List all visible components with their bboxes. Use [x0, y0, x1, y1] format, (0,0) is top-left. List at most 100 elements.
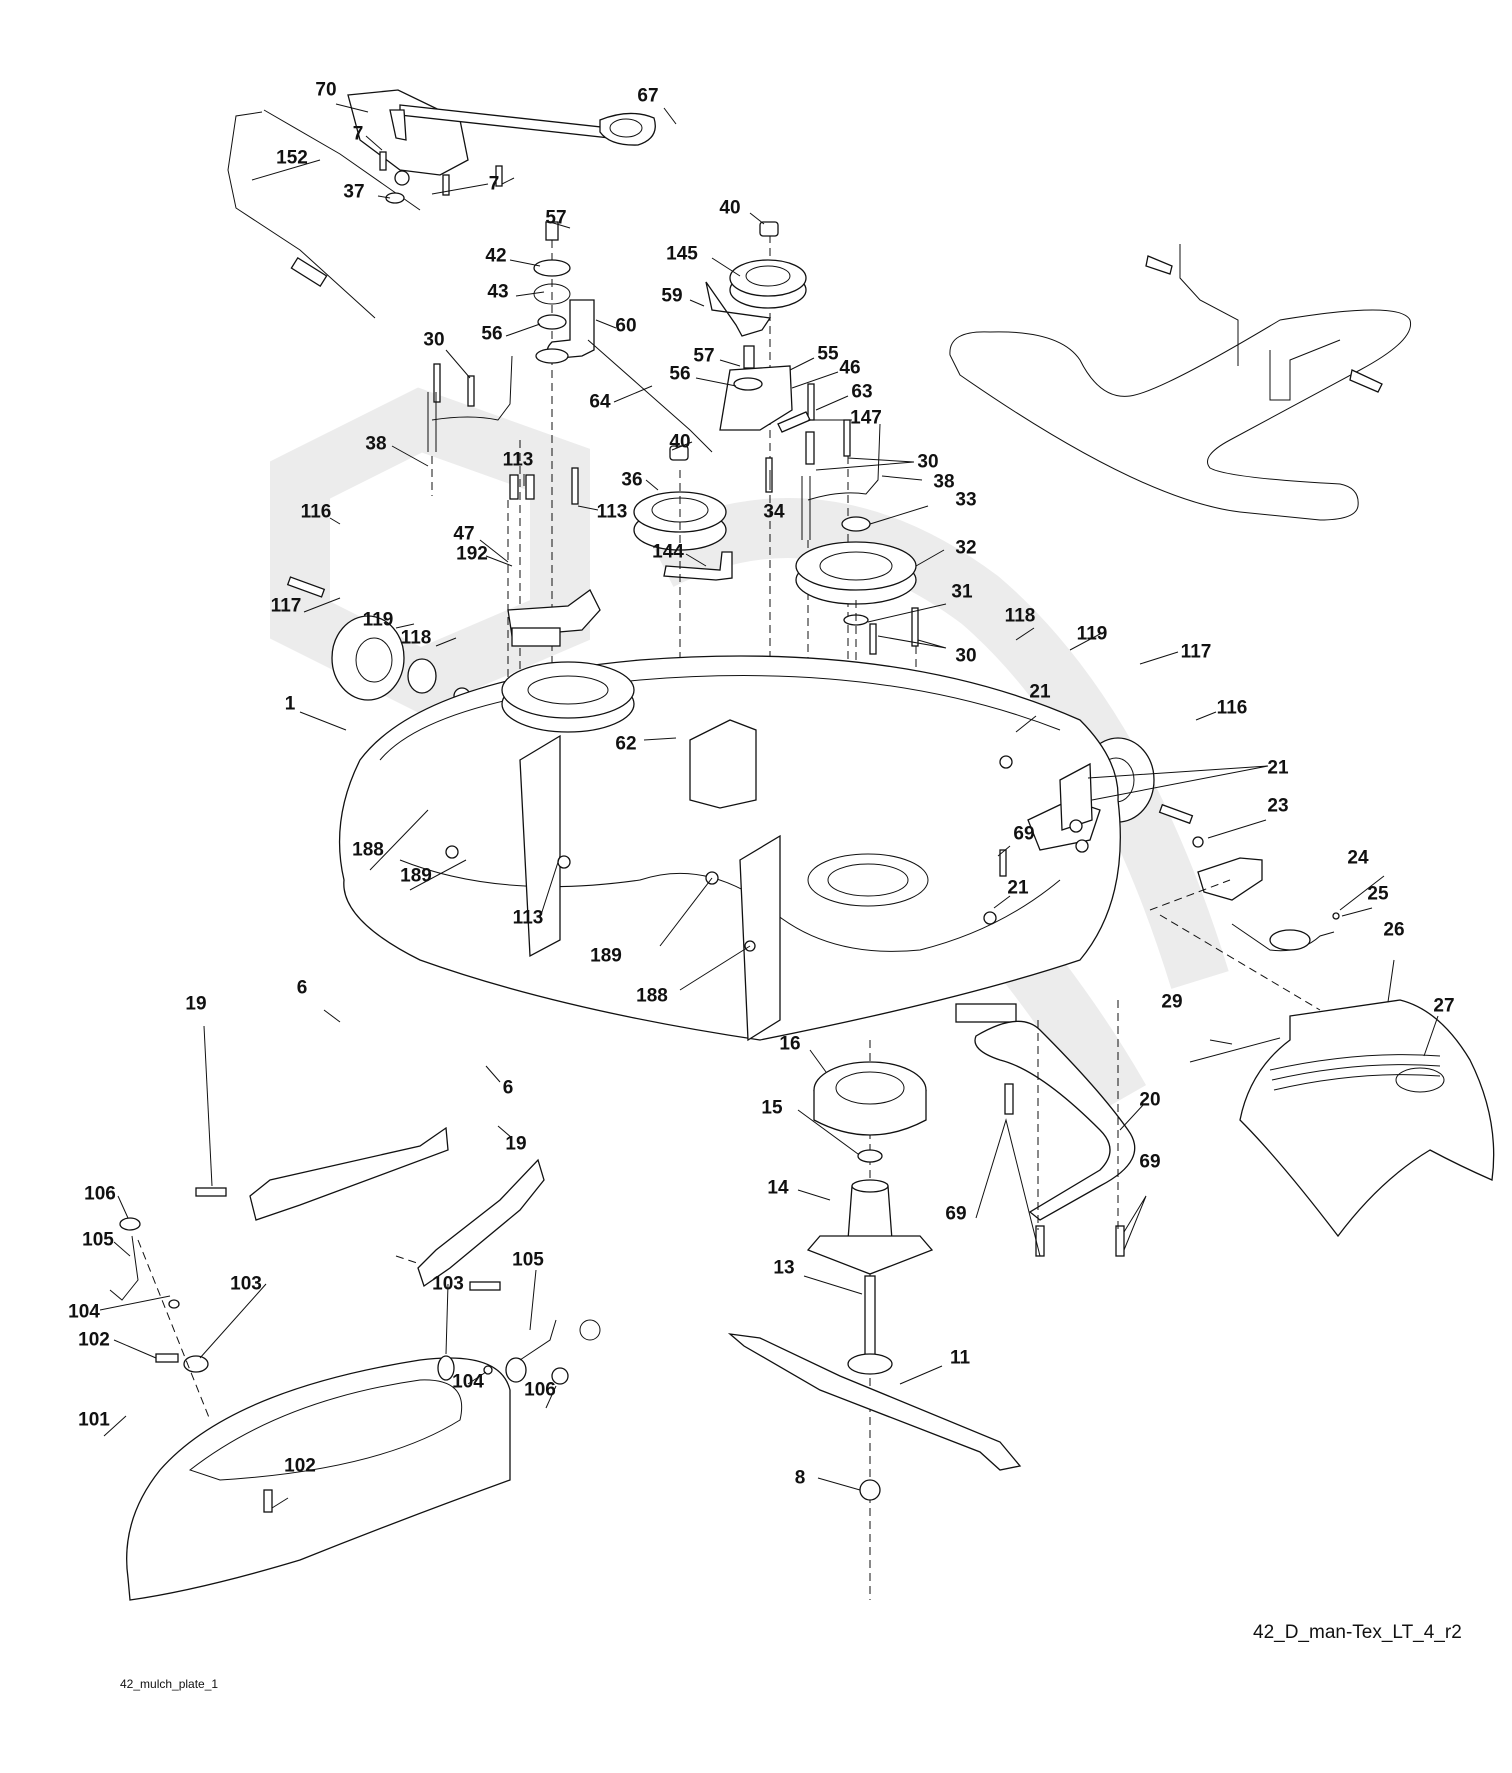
callout-106: 106	[524, 1379, 556, 1401]
callout-189: 189	[400, 865, 432, 887]
callout-70: 70	[315, 79, 337, 101]
callout-152: 152	[276, 147, 308, 169]
callout-188: 188	[352, 839, 384, 861]
rod-64	[587, 339, 713, 453]
callout-29: 29	[1161, 991, 1183, 1013]
bracket-47	[507, 467, 601, 647]
callout-21: 21	[1029, 681, 1051, 703]
deck-belt-68	[949, 244, 1412, 521]
callout-118: 118	[1004, 605, 1036, 627]
callout-104: 104	[452, 1371, 484, 1393]
callout-103: 103	[230, 1273, 262, 1295]
callout-60: 60	[615, 315, 637, 337]
callout-145: 145	[666, 243, 698, 265]
callout-119: 119	[362, 609, 394, 631]
callout-64: 64	[589, 391, 611, 413]
callout-189: 189	[590, 945, 622, 967]
callout-27: 27	[1433, 995, 1455, 1017]
left-lift-rod	[427, 355, 513, 496]
callout-25: 25	[1367, 883, 1389, 905]
callout-40: 40	[719, 197, 741, 219]
callout-63: 63	[851, 381, 873, 403]
idler-pulley-36	[633, 445, 733, 800]
callout-118: 118	[400, 627, 432, 649]
callout-7: 7	[352, 123, 364, 145]
spindle-assembly	[727, 1040, 1022, 1600]
callout-113: 113	[502, 449, 534, 471]
callout-101: 101	[78, 1409, 110, 1431]
callout-8: 8	[794, 1467, 806, 1489]
hanger-brackets-6	[195, 1126, 545, 1291]
sub-assembly-id-label: 42_mulch_plate_1	[120, 1677, 219, 1691]
callout-57: 57	[693, 345, 715, 367]
callout-36: 36	[621, 469, 643, 491]
callout-67: 67	[637, 85, 659, 107]
callout-20: 20	[1139, 1089, 1161, 1111]
mulch-plate-assembly	[109, 1217, 601, 1601]
bracket-70	[347, 89, 469, 176]
callout-43: 43	[487, 281, 509, 303]
drawing-id-label: 42_D_man-Tex_LT_4_r2	[1253, 1622, 1462, 1643]
idler-arm-stack	[507, 221, 713, 720]
callout-16: 16	[779, 1033, 801, 1055]
callout-188: 188	[636, 985, 668, 1007]
callout-33: 33	[955, 489, 977, 511]
callout-116: 116	[300, 501, 332, 523]
callout-147: 147	[850, 407, 882, 429]
callout-40: 40	[669, 431, 691, 453]
callout-117: 117	[1180, 641, 1212, 663]
callout-57: 57	[545, 207, 567, 229]
cable-spring	[290, 257, 328, 287]
callout-38: 38	[933, 471, 955, 493]
callout-62: 62	[615, 733, 637, 755]
callout-32: 32	[955, 537, 977, 559]
washer-37	[385, 192, 405, 204]
callout-30: 30	[917, 451, 939, 473]
callout-30: 30	[955, 645, 977, 667]
callout-6: 6	[296, 977, 308, 999]
callout-102: 102	[284, 1455, 316, 1477]
lift-lever-assembly	[227, 89, 656, 319]
callout-103: 103	[432, 1273, 464, 1295]
callout-102: 102	[78, 1329, 110, 1351]
callout-15: 15	[761, 1097, 783, 1119]
callout-19: 19	[505, 1133, 527, 1155]
deck-shell	[338, 655, 1121, 1042]
callout-34: 34	[763, 501, 785, 523]
callout-38: 38	[365, 433, 387, 455]
leader-lines	[99, 103, 1439, 1509]
callout-1: 1	[284, 693, 296, 715]
callout-116: 116	[1216, 697, 1248, 719]
callout-105: 105	[82, 1229, 114, 1251]
callout-113: 113	[512, 907, 544, 929]
callout-37: 37	[343, 181, 365, 203]
callout-31: 31	[951, 581, 973, 603]
callout-69: 69	[1013, 823, 1035, 845]
callout-46: 46	[839, 357, 861, 379]
callout-119: 119	[1076, 623, 1108, 645]
callout-21: 21	[1267, 757, 1289, 779]
callout-6: 6	[502, 1077, 514, 1099]
callout-26: 26	[1383, 919, 1405, 941]
callout-69: 69	[1139, 1151, 1161, 1173]
callout-144: 144	[652, 541, 684, 563]
callout-113: 113	[596, 501, 628, 523]
callout-56: 56	[669, 363, 691, 385]
callout-104: 104	[68, 1301, 100, 1323]
callout-106: 106	[84, 1183, 116, 1205]
callout-24: 24	[1347, 847, 1369, 869]
callout-19: 19	[185, 993, 207, 1015]
callout-13: 13	[773, 1257, 795, 1279]
callout-14: 14	[767, 1177, 789, 1199]
discharge-chute-27	[1239, 999, 1495, 1238]
baffle-20	[974, 1000, 1136, 1257]
callout-21: 21	[1007, 877, 1029, 899]
idler-pulley-assembly	[705, 221, 815, 860]
callout-42: 42	[485, 245, 507, 267]
knob-67	[599, 112, 656, 146]
callout-192: 192	[456, 543, 488, 565]
callout-55: 55	[817, 343, 839, 365]
callout-30: 30	[423, 329, 445, 351]
callout-56: 56	[481, 323, 503, 345]
